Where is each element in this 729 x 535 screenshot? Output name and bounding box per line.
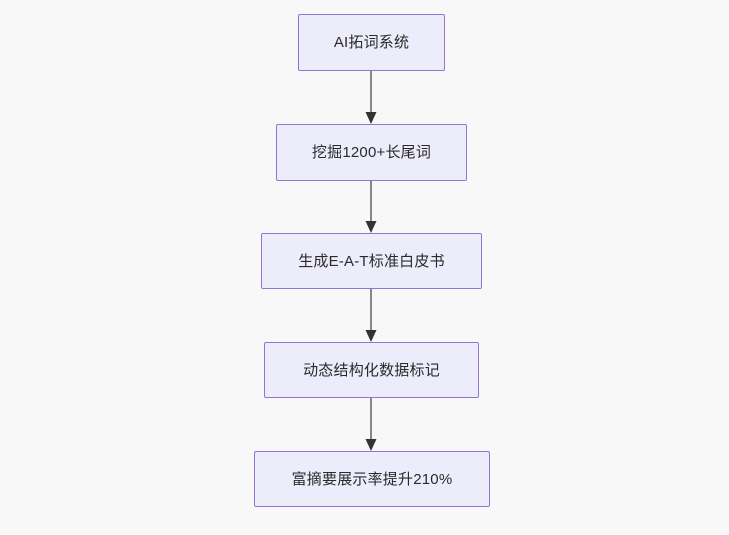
flowchart-node-n4[interactable]: 动态结构化数据标记 — [264, 342, 479, 398]
flowchart-node-label: 动态结构化数据标记 — [303, 361, 440, 379]
edge-n4-n5 — [365, 398, 377, 451]
edge-n2-n3 — [365, 181, 377, 233]
edge-arrow-icon — [365, 398, 377, 451]
edge-n3-n4 — [365, 289, 377, 342]
flowchart-node-n1[interactable]: AI拓词系统 — [298, 14, 445, 71]
edge-arrow-icon — [365, 71, 377, 124]
flowchart-node-label: 富摘要展示率提升210% — [291, 470, 453, 488]
flowchart-node-label: 挖掘1200+长尾词 — [311, 144, 432, 161]
flowchart-node-label: 生成E-A-T标准白皮书 — [298, 252, 445, 270]
flowchart-node-n5[interactable]: 富摘要展示率提升210% — [254, 451, 490, 507]
edge-arrow-icon — [365, 181, 377, 233]
flowchart-node-label: AI拓词系统 — [333, 34, 410, 51]
edge-n1-n2 — [365, 71, 377, 124]
flowchart-node-n2[interactable]: 挖掘1200+长尾词 — [276, 124, 467, 181]
flowchart-node-n3[interactable]: 生成E-A-T标准白皮书 — [261, 233, 482, 289]
edge-arrow-icon — [365, 289, 377, 342]
